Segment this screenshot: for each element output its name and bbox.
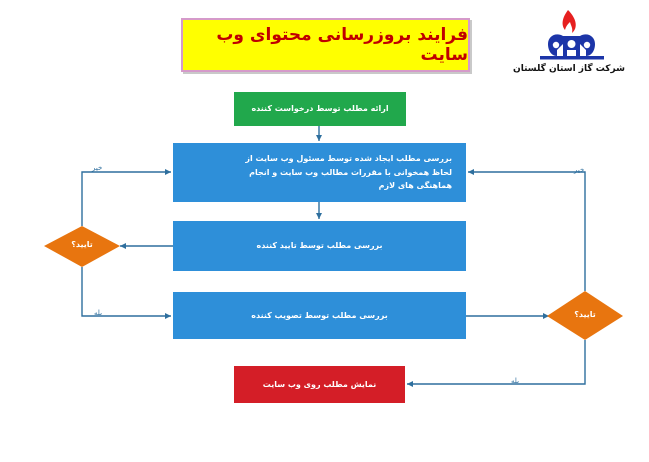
company-name: شرکت گاز استان گلستان <box>513 64 625 74</box>
right-decision-diamond <box>547 291 623 340</box>
edge-label-right-yes: بله <box>511 377 520 385</box>
left-decision-diamond <box>44 226 120 267</box>
arrow-left-no-to-review <box>81 169 171 226</box>
right-decision-label: تایید؟ <box>574 310 596 319</box>
edge-label-left-yes: بله <box>94 309 103 317</box>
node-review: بررسی مطلب ایجاد شده توسط مسئول وب سایت … <box>173 143 466 202</box>
arrow-right-yes-to-display <box>407 340 586 387</box>
node-approve: بررسی مطلب توسط تایید کننده <box>173 221 466 271</box>
logo-flame-icon <box>562 10 576 33</box>
node-request: ارائه مطلب توسط درخواست کننده <box>234 92 406 126</box>
arrow-left-yes-to-ratify <box>81 267 171 319</box>
edge-label-right-no: خیر <box>574 166 585 174</box>
gas-company-flame-logo <box>540 10 604 60</box>
edge-label-left-no: خیر <box>92 164 103 172</box>
left-decision-label: تایید؟ <box>71 240 93 249</box>
arrow-right-no-to-review <box>468 169 586 291</box>
node-ratify: بررسی مطلب توسط تصویب کننده <box>173 292 466 339</box>
node-display: نمایش مطلب روی وب سایت <box>234 366 405 403</box>
page-title: فرایند بروزرسانی محتوای وب سایت <box>181 18 470 72</box>
